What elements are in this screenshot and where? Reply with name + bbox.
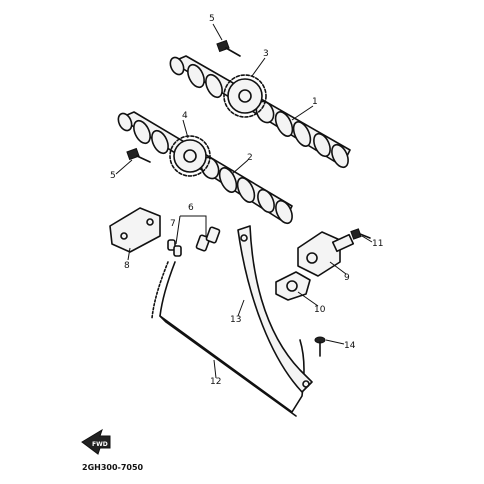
callout-8: 8 <box>124 261 130 271</box>
leader-lines <box>115 23 373 379</box>
callout-3: 3 <box>263 49 269 59</box>
callout-13: 13 <box>230 315 241 325</box>
catalog-code: 2GH300-7050 <box>82 463 144 472</box>
callout-2: 2 <box>247 153 253 163</box>
tensioner-cap-bolt <box>350 228 371 240</box>
sprocket-bolt-lower <box>126 147 151 163</box>
callout-1: 1 <box>312 97 318 107</box>
fwd-arrow-icon: FWD <box>81 428 111 455</box>
chain-guide-long <box>237 225 313 393</box>
chain-guide-bracket <box>109 207 161 253</box>
callout-9: 9 <box>344 273 350 283</box>
chain-links-small <box>167 226 221 257</box>
sprocket-bolt-upper <box>216 39 241 57</box>
callout-4: 4 <box>182 111 188 121</box>
callout-11: 11 <box>372 239 383 249</box>
callout-6: 6 <box>188 203 194 213</box>
chain-tensioner <box>297 231 355 277</box>
callout-10: 10 <box>314 305 326 315</box>
callout-5-lower: 5 <box>110 171 116 181</box>
callout-14: 14 <box>344 341 356 351</box>
timing-chain <box>151 261 305 417</box>
callout-7: 7 <box>170 219 176 229</box>
camshaft-upper <box>169 55 351 169</box>
callout-12: 12 <box>210 377 221 387</box>
fwd-label: FWD <box>92 441 108 448</box>
tensioner-gasket <box>275 271 311 301</box>
callout-5-upper: 5 <box>209 14 215 24</box>
guide-screw <box>314 336 326 357</box>
cam-sprocket-lower <box>169 135 211 177</box>
cam-sprocket-upper <box>223 74 267 118</box>
